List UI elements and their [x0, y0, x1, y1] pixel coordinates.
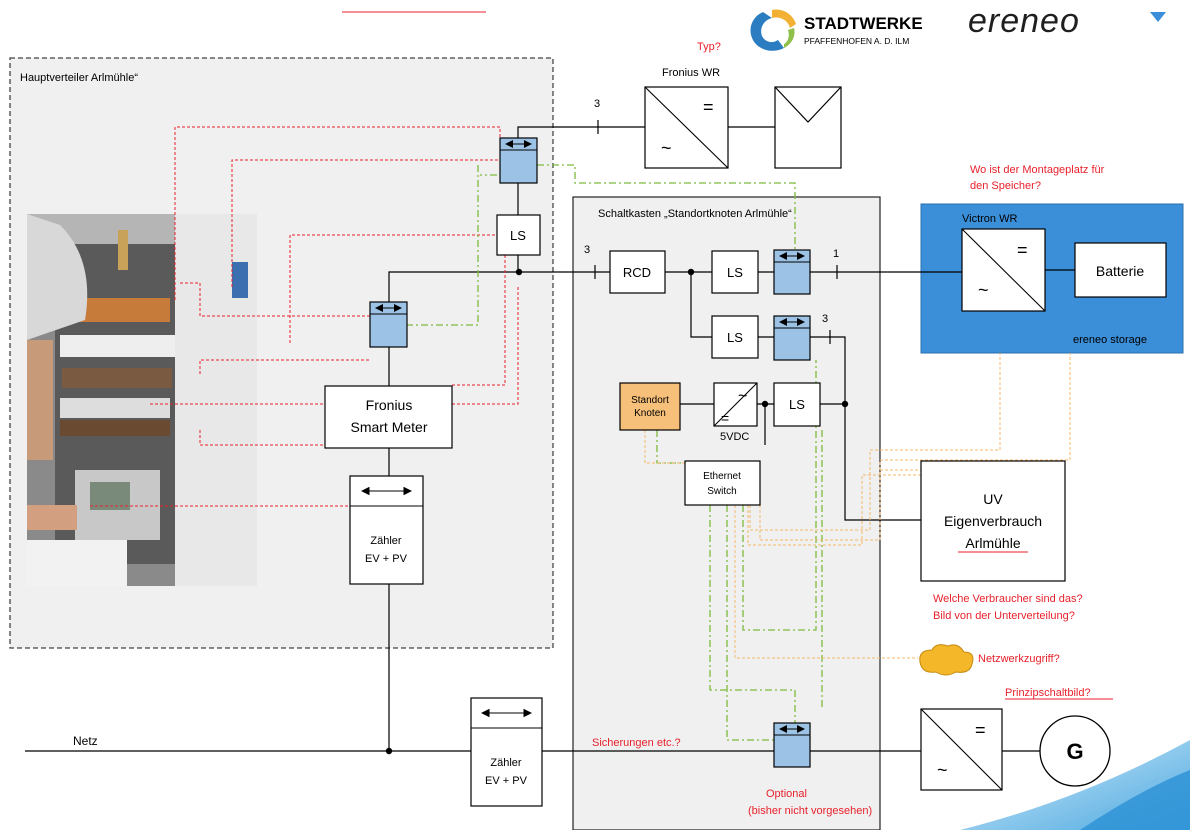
zaehler-netz-line2: EV + PV: [485, 775, 528, 787]
meter-module-uv: [773, 315, 811, 361]
ereneo-storage-label: ereneo storage: [1073, 334, 1147, 346]
ls-uv: [711, 315, 759, 359]
ls-main: [496, 214, 541, 256]
ls-psu: [773, 382, 821, 427]
psu-dc-symbol: =: [721, 410, 729, 426]
optional-note: (bisher nicht vorgesehen): [748, 805, 872, 817]
standort-knoten-box: [619, 382, 681, 431]
standort-line1: Standort: [631, 395, 669, 406]
zaehler-hauptverteiler: Zähler EV + PV: [349, 475, 424, 585]
psu-ac-symbol: ~: [738, 388, 747, 405]
speicher-question-2: den Speicher?: [970, 180, 1041, 192]
uv-feed-wire: [810, 336, 921, 521]
verbraucher-question-2: Bild von der Unterverteilung?: [933, 610, 1075, 622]
zaehler-netz: Zähler EV + PV: [470, 697, 543, 807]
stadtwerke-name: STADTWERKE: [804, 14, 923, 33]
meter-module-optional: [773, 722, 811, 768]
meter-module-storage: [773, 249, 811, 295]
ereneo-triangle-icon: [1150, 12, 1166, 22]
schaltkasten-title: Schaltkasten „Standortknoten Arlmühle“: [598, 208, 792, 220]
fronius-wr-ac-symbol: ~: [661, 138, 672, 158]
netz-label: Netz: [73, 734, 98, 748]
ereneo-logo: ereneo: [968, 2, 1166, 40]
network-cloud-icon: [919, 644, 974, 676]
main-bus-wire: [388, 271, 610, 302]
meter-module-wr: [499, 137, 538, 184]
ls-storage-label: LS: [727, 265, 743, 280]
zaehler-hv-line1: Zähler: [370, 535, 402, 547]
generator-label: G: [1066, 739, 1083, 764]
gen-inverter-dc-symbol: =: [975, 720, 986, 740]
typ-question: Typ?: [697, 41, 721, 53]
victron-wr-label: Victron WR: [962, 213, 1017, 225]
gen-inverter-ac-symbol: ~: [937, 760, 948, 780]
hauptverteiler-title: Hauptverteiler Arlmühle“: [20, 72, 138, 84]
fronius-smart-meter: [324, 385, 453, 449]
stadtwerke-logo: STADTWERKE PFAFFENHOFEN A. D. ILM: [750, 9, 923, 51]
prinzipschaltbild-question: Prinzipschaltbild?: [1005, 687, 1091, 699]
ethernet-switch: [684, 460, 761, 506]
rcd-box: [609, 250, 666, 294]
optional-label: Optional: [766, 788, 807, 800]
schaltkasten-panel: [572, 196, 881, 830]
wire-label-1: 1: [833, 248, 839, 260]
smart-meter-line2: Smart Meter: [350, 419, 427, 435]
uv-eigenverbrauch-box: [920, 460, 1066, 582]
uv-line2: Eigenverbrauch: [944, 513, 1042, 529]
generator-circle: [1039, 715, 1111, 787]
ereneo-wordmark: ereneo: [968, 2, 1080, 40]
red-signal-lines: [90, 126, 519, 507]
uv-line3: Arlmühle: [965, 535, 1020, 551]
rcd-label: RCD: [623, 265, 651, 280]
orange-network-lines: [644, 353, 1071, 659]
ls-main-label: LS: [510, 228, 526, 243]
fronius-wr-label: Fronius WR: [662, 67, 720, 79]
stadtwerke-subtitle: PFAFFENHOFEN A. D. ILM: [804, 36, 909, 46]
smart-meter-line1: Fronius: [366, 397, 413, 413]
sicherungen-question: Sicherungen etc.?: [592, 737, 681, 749]
fronius-wr-dc-symbol: =: [703, 97, 714, 117]
ls-psu-label: LS: [789, 397, 805, 412]
batterie-box: [1074, 242, 1167, 298]
standort-line2: Knoten: [634, 408, 666, 419]
victron-ac-symbol: ~: [978, 280, 989, 300]
speicher-question-1: Wo ist der Montageplatz für: [970, 164, 1105, 176]
meter-module-smart: [369, 301, 408, 348]
wire-label-3-rcd: 3: [584, 244, 590, 256]
batterie-label: Batterie: [1096, 263, 1144, 279]
verbraucher-question-1: Welche Verbraucher sind das?: [933, 593, 1083, 605]
wire-label-3-wr: 3: [594, 98, 600, 110]
victron-dc-symbol: =: [1017, 240, 1028, 260]
wire-label-3-uv: 3: [822, 313, 828, 325]
zaehler-netz-line1: Zähler: [490, 757, 522, 769]
zaehler-hv-line2: EV + PV: [365, 553, 408, 565]
ls-storage: [711, 250, 759, 294]
psu-label: 5VDC: [720, 431, 749, 443]
ethernet-line1: Ethernet: [703, 471, 741, 482]
ethernet-line2: Switch: [707, 486, 736, 497]
ls-uv-label: LS: [727, 330, 743, 345]
netzwerkzugriff-question: Netzwerkzugriff?: [978, 653, 1060, 665]
uv-line1: UV: [983, 491, 1003, 507]
distribution-box-photo: [27, 214, 257, 586]
pv-module: [774, 86, 842, 169]
